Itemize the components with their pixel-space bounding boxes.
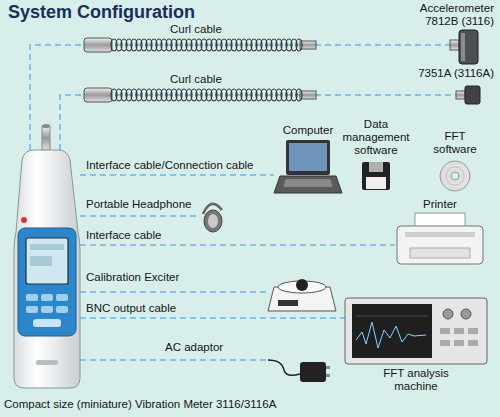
component-node: Accelerometer 7812B (3116) [450,30,478,64]
cable-label: BNC output cable [86,302,176,315]
cable-label: Interface cable/Connection cable [86,159,254,172]
caption-label: Compact size (miniature) Vibration Meter… [4,398,344,411]
component-label: Portable Headphone [86,198,196,211]
component-node: Calibration Exciter [268,274,336,312]
accelerometer-icon [450,30,478,64]
cable-label: Interface cable [86,229,161,242]
cd-icon [440,161,470,191]
vibration-meter [14,124,80,388]
dashed-cable [80,215,199,217]
floppy-disk-icon [362,162,390,190]
accelerometer-small-icon [456,86,480,104]
curl-cable-plugs [84,38,316,102]
coil-winding [296,39,302,51]
coil-winding [296,89,302,101]
ac-adaptor-icon [268,360,330,382]
component-node: Data management software [362,162,390,190]
component-label: AC adaptor [165,341,260,354]
component-label: Accelerometer 7812B (3116) [406,2,494,28]
dashed-cable [80,244,395,246]
laptop-icon [274,140,342,193]
curl-cable-coil [111,39,302,101]
component-label: Calibration Exciter [86,271,236,284]
dashed-cable [80,291,268,293]
component-label: Printer [400,198,480,211]
component-node: AC adaptor [268,346,330,384]
headphone-icon [203,204,222,232]
cable-label: Curl cable [170,23,222,36]
component-node: Printer [395,213,485,265]
component-node: FFT analysis machine [345,298,487,364]
component-label: 7351A (3116A) [400,67,494,80]
dashed-cable [80,174,274,176]
dashed-cable [80,317,345,319]
calibration-exciter-icon [268,279,336,311]
component-label: Data management software [340,118,412,158]
component-node: Portable Headphone [199,200,224,233]
component-node: 7351A (3116A) [456,86,480,104]
dashed-cable [80,359,268,361]
printer-icon [397,213,483,264]
fft-analyzer-icon [345,298,487,364]
title: System Configuration [8,2,195,23]
cable-label: Curl cable [170,73,222,86]
component-label: FFT software [425,130,485,156]
component-node: Computer [274,140,342,193]
component-node: FFT software [440,161,470,191]
component-label: FFT analysis machine [368,367,464,393]
device-node: Compact size (miniature) Vibration Meter… [14,150,80,388]
component-label: Computer [268,124,348,137]
